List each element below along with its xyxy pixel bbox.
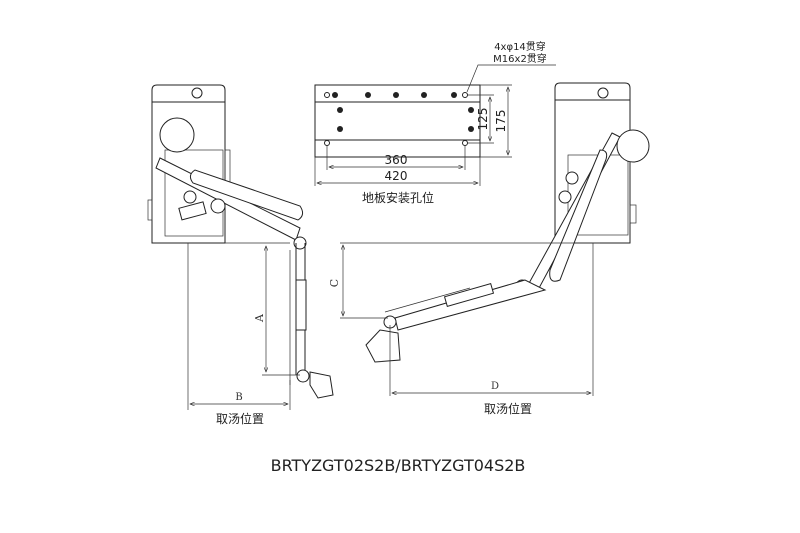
dim-label-a: A [253,313,266,323]
dim-420: 420 [385,169,408,183]
hole-note-line2: M16x2贯穿 [493,52,547,65]
model-title: BRTYZGT02S2B/BRTYZGT04S2B [271,456,526,475]
pour-position-label-right: 取汤位置 [484,401,532,416]
ladle [309,371,334,399]
floor-plan-caption: 地板安装孔位 [362,190,434,205]
dimension-d: D 取汤位置 [389,243,594,416]
dim-label-b: B [235,392,242,403]
right-machine-view [365,82,650,363]
ladle [365,329,401,363]
dimension-c: C [328,242,600,319]
dim-175: 175 [494,110,508,133]
lifting-ring-icon [191,87,203,99]
lifting-ring-icon [597,87,609,99]
counterweight [159,117,195,153]
dimension-a: A [253,246,300,376]
counterweight [616,129,650,163]
dimension-b: B 取汤位置 [187,243,291,426]
pour-position-label-left: 取汤位置 [216,411,264,426]
hole-note-line1: 4xφ14贯穿 [494,40,546,53]
floor-mounting-plan: 4xφ14贯穿 M16x2贯穿 125 175 360 420 地板安装孔位 [314,40,556,205]
dim-125: 125 [476,108,490,131]
left-machine-view [147,84,334,399]
dim-360: 360 [385,153,408,167]
dim-label-c: C [328,279,341,287]
dim-label-d: D [491,381,499,392]
